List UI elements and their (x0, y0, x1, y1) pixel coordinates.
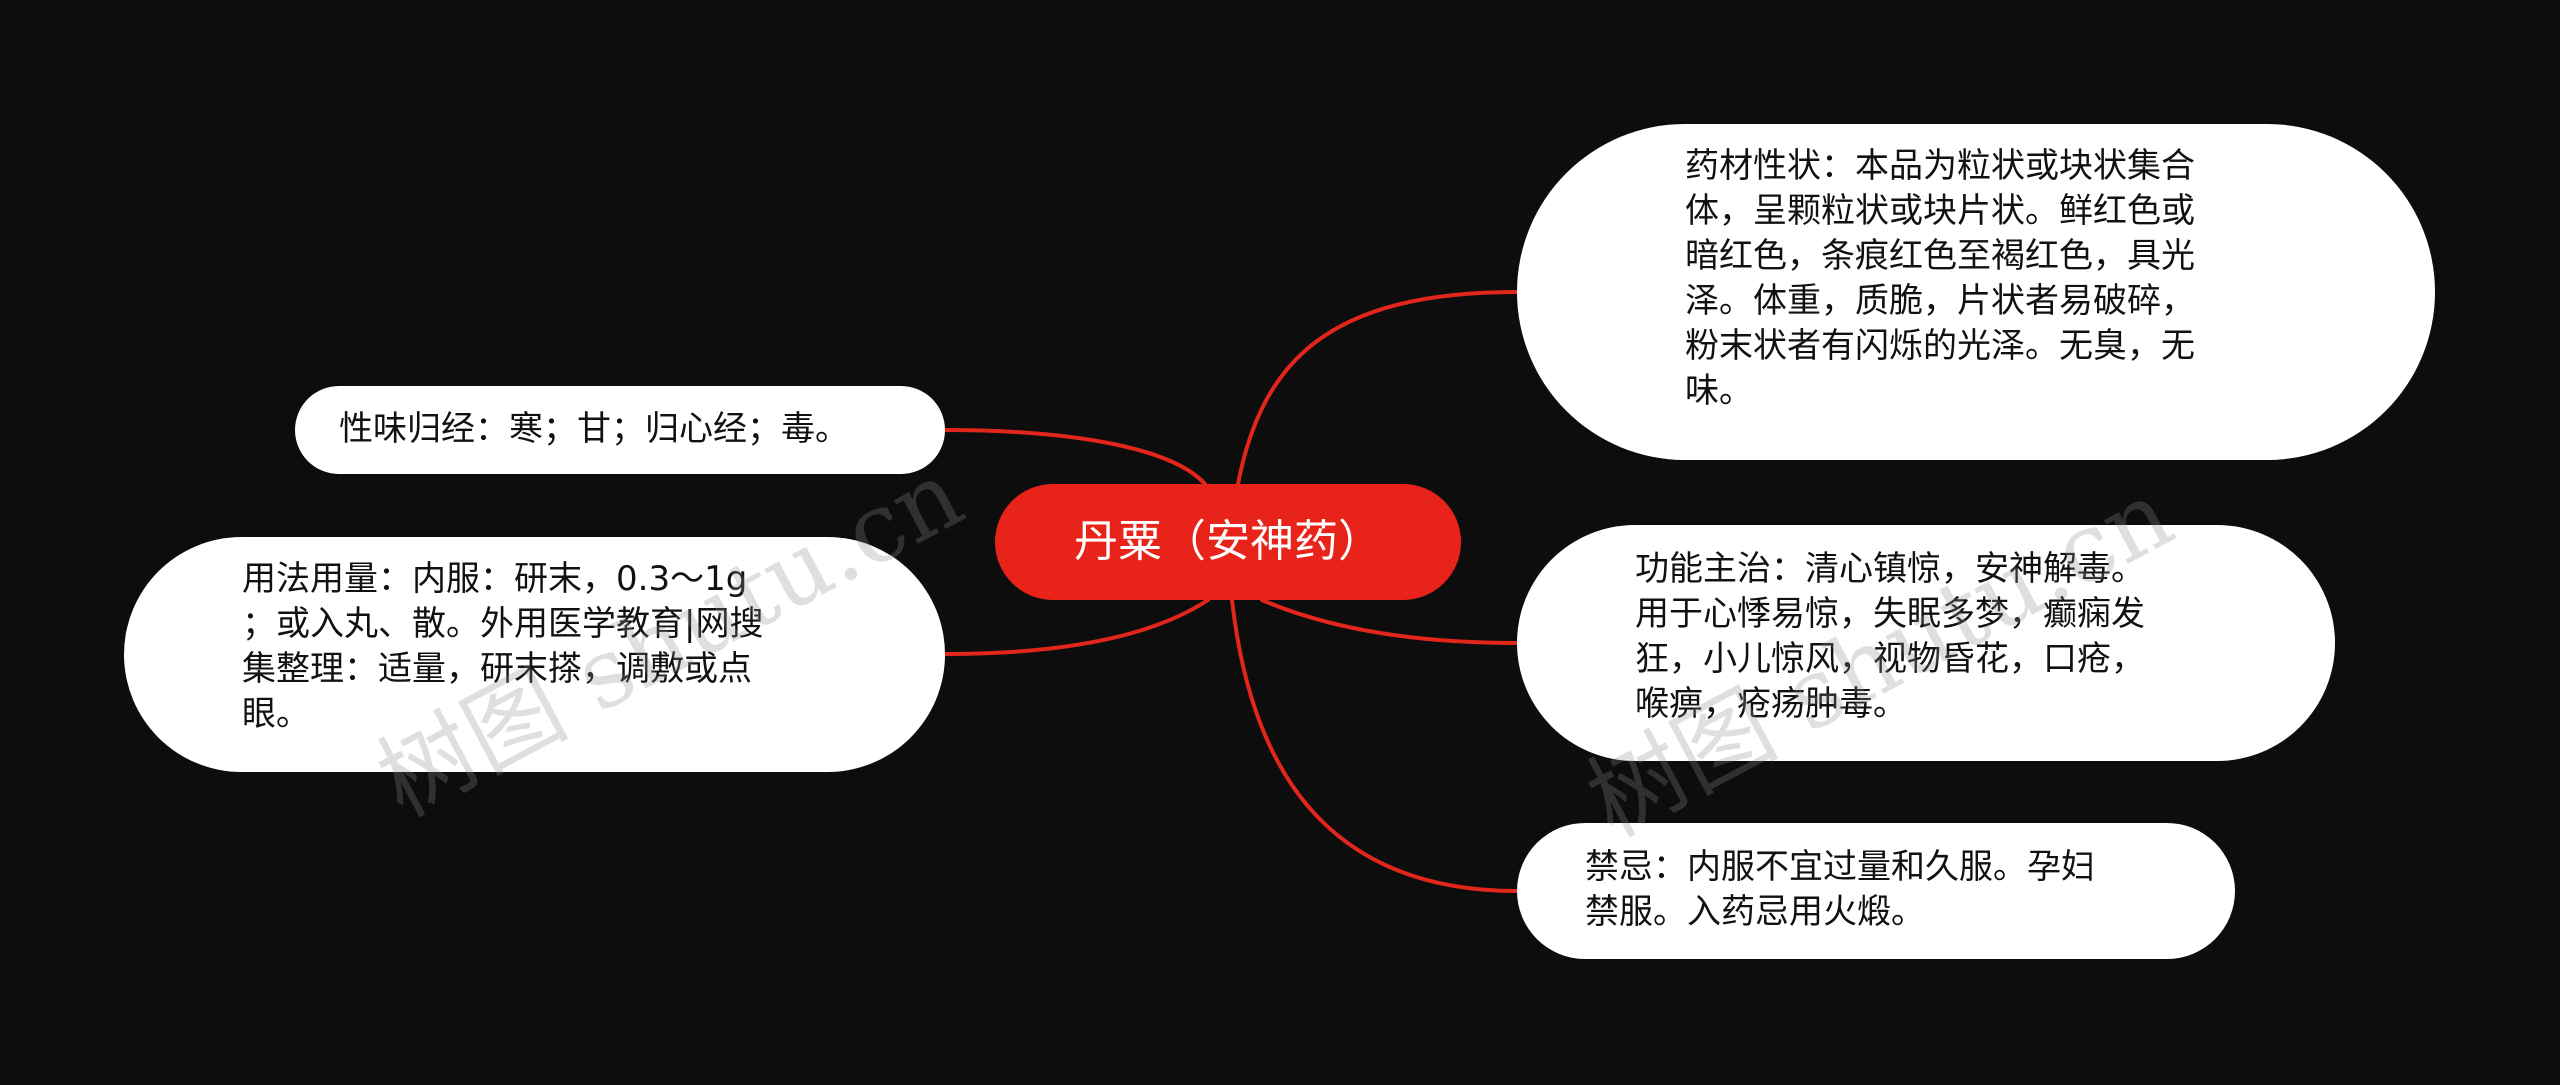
connector-usage (943, 598, 1210, 656)
connector-contraindications (1230, 598, 1519, 893)
branch-node-nature[interactable]: 性味归经：寒；甘；归心经；毒。 (295, 386, 945, 474)
branch-functions-text: 功能主治：清心镇惊，安神解毒。 用于心悸易惊，失眠多梦，癫痫发 狂，小儿惊风，视… (1635, 549, 2145, 724)
central-topic-label: 丹粟（安神药） (1074, 516, 1382, 567)
branch-usage-text: 用法用量：内服：研末，0.3～1g ；或入丸、散。外用医学教育|网搜 集整理：适… (242, 559, 764, 734)
branch-node-usage[interactable]: 用法用量：内服：研末，0.3～1g ；或入丸、散。外用医学教育|网搜 集整理：适… (124, 537, 945, 772)
central-topic[interactable]: 丹粟（安神药） (995, 484, 1461, 600)
branch-node-contraindications[interactable]: 禁忌：内服不宜过量和久服。孕妇 禁服。入药忌用火煅。 (1517, 823, 2235, 959)
branch-node-properties[interactable]: 药材性状：本品为粒状或块状集合 体，呈颗粒状或块片状。鲜红色或 暗红色，条痕红色… (1517, 124, 2435, 460)
connector-nature (943, 428, 1207, 486)
branch-properties-text: 药材性状：本品为粒状或块状集合 体，呈颗粒状或块片状。鲜红色或 暗红色，条痕红色… (1685, 146, 2195, 411)
connector-properties (1236, 290, 1519, 486)
connector-functions (1260, 598, 1519, 645)
branch-nature-text: 性味归经：寒；甘；归心经；毒。 (339, 409, 849, 449)
branch-contraindications-text: 禁忌：内服不宜过量和久服。孕妇 禁服。入药忌用火煅。 (1585, 847, 2095, 932)
branch-node-functions[interactable]: 功能主治：清心镇惊，安神解毒。 用于心悸易惊，失眠多梦，癫痫发 狂，小儿惊风，视… (1517, 525, 2335, 761)
